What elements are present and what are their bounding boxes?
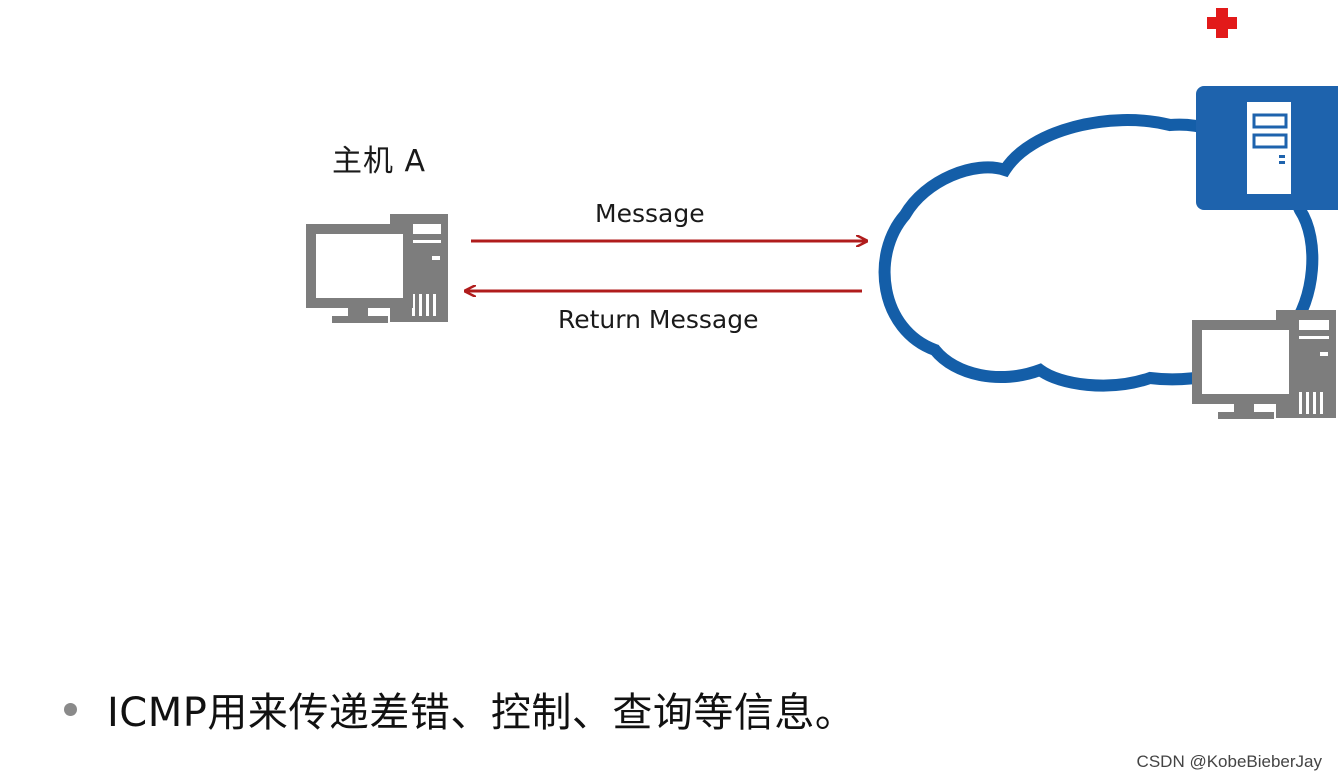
bullet-text: ICMP用来传递差错、控制、查询等信息。 bbox=[107, 690, 856, 736]
host-a-computer-icon bbox=[306, 214, 448, 323]
host-a-label: 主机 A bbox=[332, 144, 427, 179]
message-label: Message bbox=[595, 199, 705, 228]
red-cross-icon bbox=[1207, 8, 1237, 38]
bullet-dot-icon bbox=[64, 702, 77, 716]
server-icon bbox=[1196, 86, 1338, 210]
watermark: CSDN @KobeBieberJay bbox=[1136, 752, 1322, 771]
remote-computer-icon bbox=[1192, 310, 1336, 419]
bullet-point: ICMP用来传递差错、控制、查询等信息。 bbox=[64, 680, 855, 738]
return-message-label: Return Message bbox=[558, 305, 759, 334]
